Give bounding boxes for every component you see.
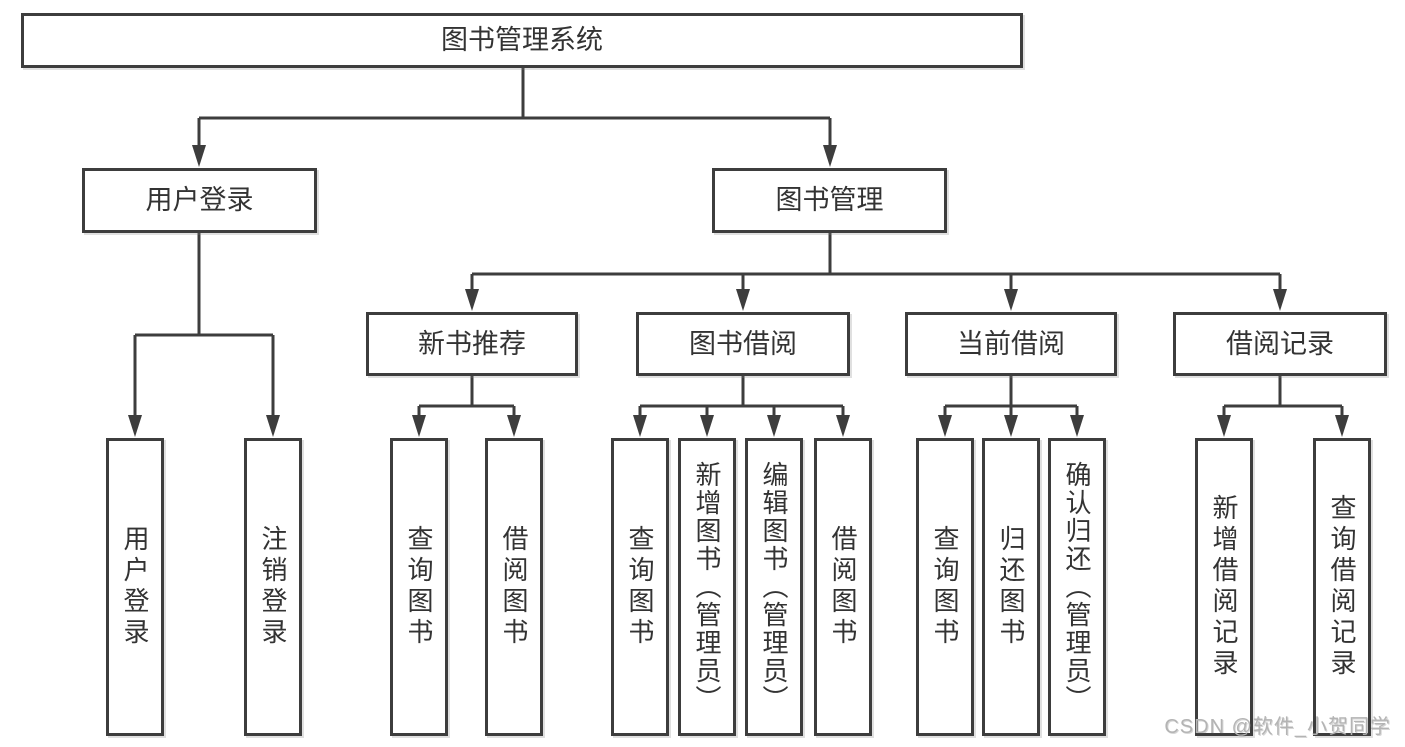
node-leaf-query-books-current: 查询图书 bbox=[916, 438, 974, 736]
node-leaf-user-login: 用户登录 bbox=[106, 438, 164, 736]
node-leaf-query-books-borrow: 查询图书 bbox=[611, 438, 669, 736]
node-book-borrow: 图书借阅 bbox=[636, 312, 850, 376]
node-leaf-query-books-recommend: 查询图书 bbox=[390, 438, 448, 736]
node-book-management-module: 图书管理 bbox=[712, 168, 947, 233]
node-root-system: 图书管理系统 bbox=[21, 13, 1023, 68]
node-leaf-borrow-books: 借阅图书 bbox=[814, 438, 872, 736]
node-user-login-module: 用户登录 bbox=[82, 168, 317, 233]
node-leaf-logout: 注销登录 bbox=[244, 438, 302, 736]
node-current-borrow: 当前借阅 bbox=[905, 312, 1117, 376]
node-leaf-edit-books-admin: 编辑图书（管理员） bbox=[745, 438, 803, 736]
node-leaf-confirm-return-admin: 确认归还（管理员） bbox=[1048, 438, 1106, 736]
node-leaf-borrow-books-recommend: 借阅图书 bbox=[485, 438, 543, 736]
csdn-watermark: CSDN @软件_小贺同学 bbox=[1164, 716, 1391, 738]
node-leaf-add-books-admin: 新增图书（管理员） bbox=[678, 438, 736, 736]
node-leaf-return-books: 归还图书 bbox=[982, 438, 1040, 736]
node-new-book-recommend: 新书推荐 bbox=[366, 312, 578, 376]
node-leaf-add-borrow-record: 新增借阅记录 bbox=[1195, 438, 1253, 736]
node-borrow-record: 借阅记录 bbox=[1173, 312, 1387, 376]
node-leaf-query-borrow-record: 查询借阅记录 bbox=[1313, 438, 1371, 736]
